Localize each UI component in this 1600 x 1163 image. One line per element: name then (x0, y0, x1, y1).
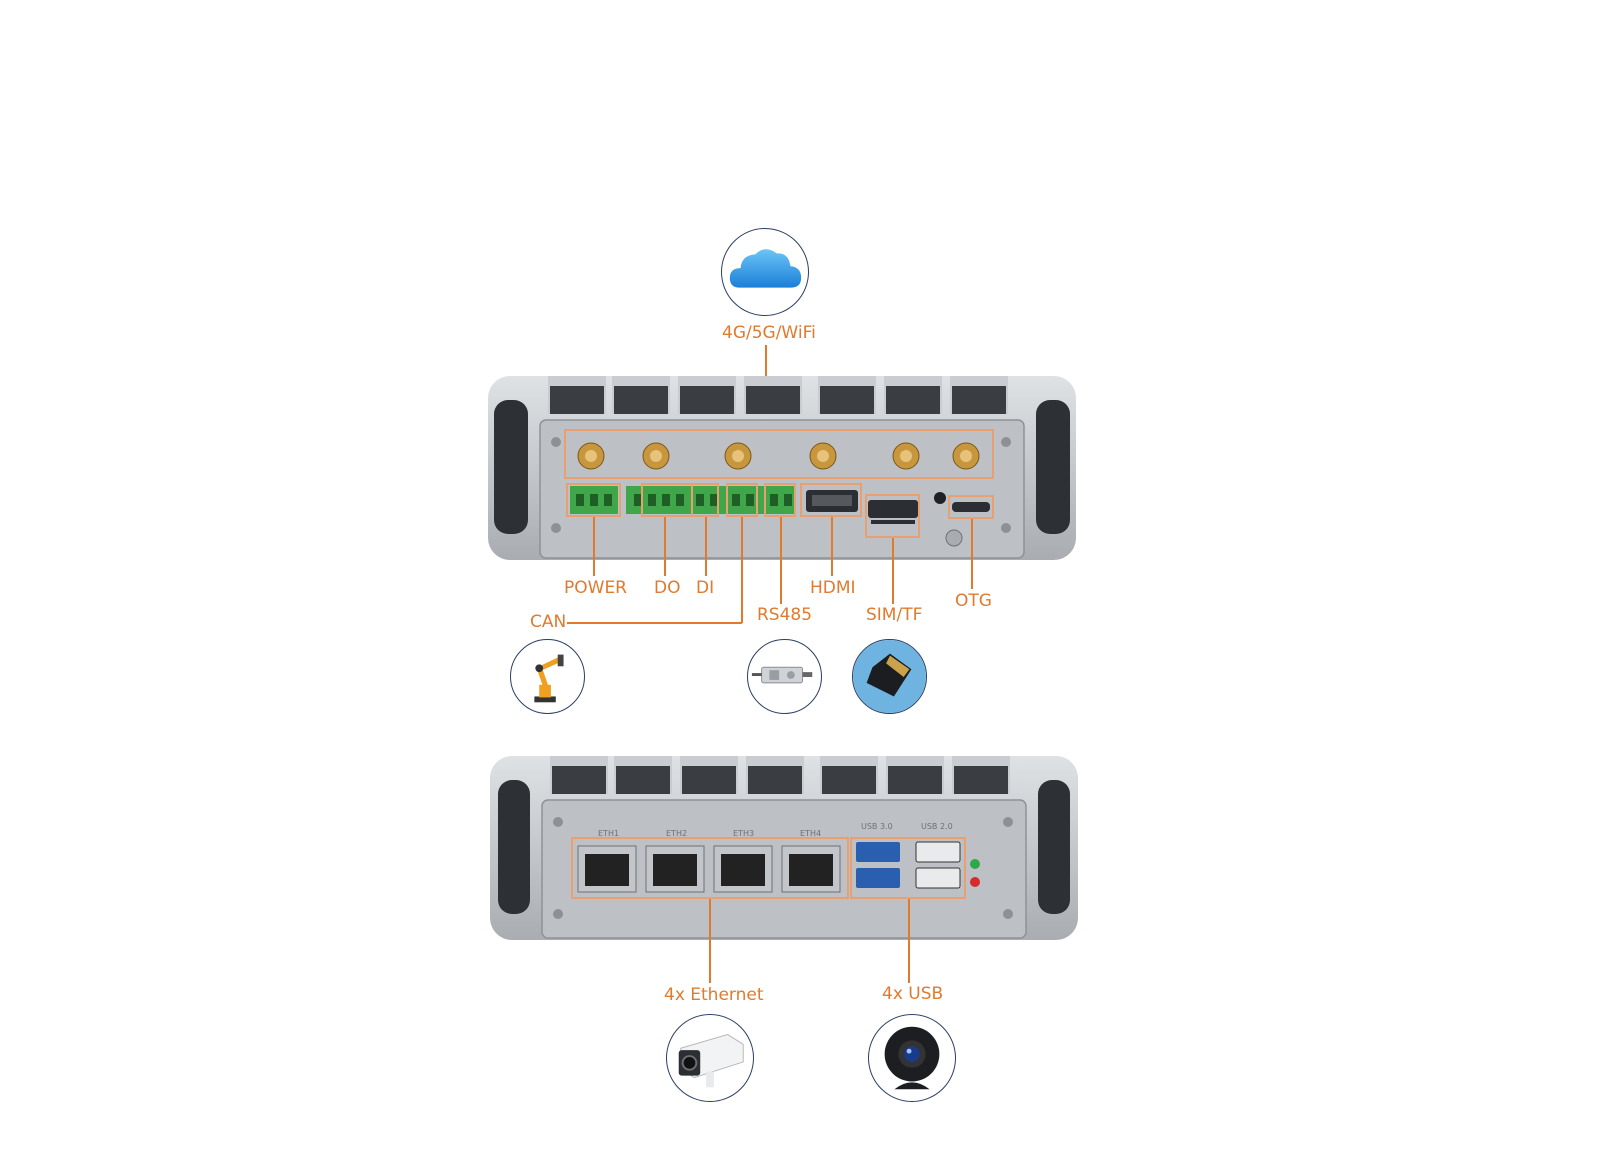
can-terminal-frame (726, 483, 758, 517)
ethernet-frame (571, 837, 849, 899)
load-cell-circle (747, 639, 822, 714)
otg-frame (948, 495, 994, 519)
sd-card-icon (853, 640, 926, 713)
rs485-connector (780, 517, 782, 604)
eth3-silk: ETH3 (733, 829, 755, 838)
do-connector (664, 517, 666, 576)
webcam-circle (868, 1014, 956, 1102)
can-label: CAN (530, 612, 567, 632)
power-connector (593, 517, 595, 576)
cloud-icon (729, 249, 802, 288)
bottom-device-chassis (490, 756, 1078, 940)
rs485-label: RS485 (757, 605, 813, 625)
eth2-silk: ETH2 (666, 829, 688, 838)
di-label: DI (696, 578, 715, 598)
bullet-camera-icon (678, 1034, 744, 1088)
do-label: DO (654, 578, 681, 598)
di-connector (705, 517, 707, 576)
rs485-terminal-frame (764, 483, 796, 517)
sim-tf-frame (865, 494, 920, 538)
antenna-frame (564, 429, 994, 479)
usb-connector (908, 899, 910, 983)
cloud-circle (721, 228, 809, 316)
top-device-chassis (488, 376, 1076, 560)
bullet-camera-circle (666, 1014, 754, 1102)
usb3-silk: USB 3.0 (861, 822, 893, 831)
hdmi-label: HDMI (810, 578, 856, 598)
robot-arm-icon (534, 654, 564, 703)
sd-card-circle (852, 639, 927, 714)
sim-tf-label: SIM/TF (866, 605, 923, 625)
usb2-silk: USB 2.0 (921, 822, 953, 831)
di-terminal-frame (691, 483, 719, 517)
usb-label: 4x USB (882, 984, 944, 1004)
hdmi-connector (831, 517, 833, 576)
can-connector-v (741, 517, 743, 623)
otg-connector (971, 519, 973, 589)
can-connector-h (567, 622, 742, 624)
otg-label: OTG (955, 591, 992, 611)
ethernet-label: 4x Ethernet (664, 985, 764, 1005)
eth1-silk: ETH1 (598, 829, 620, 838)
power-terminal-frame (566, 483, 621, 517)
wireless-label: 4G/5G/WiFi (722, 323, 816, 343)
power-label: POWER (564, 578, 627, 598)
hdmi-frame (800, 483, 862, 517)
ethernet-connector (709, 899, 711, 983)
eth4-silk: ETH4 (800, 829, 822, 838)
robot-arm-circle (510, 639, 585, 714)
webcam-icon (884, 1026, 940, 1090)
load-cell-sensor-icon (751, 666, 813, 684)
do-terminal-frame (641, 483, 693, 517)
usb-frame (850, 837, 966, 899)
sim-tf-connector (892, 538, 894, 604)
